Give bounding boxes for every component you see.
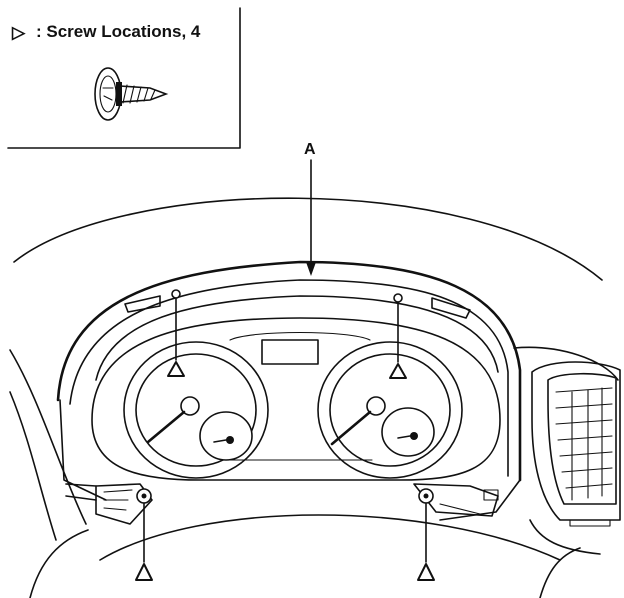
right-gauge-inner-ring	[329, 353, 451, 467]
center-display-screen	[261, 339, 319, 365]
screw-1-marker	[167, 361, 185, 377]
bezel-left-side	[59, 399, 107, 501]
gauge-housing	[91, 317, 501, 481]
bezel-lip	[95, 295, 499, 381]
left-gauge-hub	[180, 396, 200, 416]
air-vent	[513, 346, 621, 555]
center-display-top	[229, 331, 371, 341]
callout-a: A	[304, 141, 316, 276]
legend-marker: ▷	[11, 23, 26, 42]
right-gauge-hub	[366, 396, 386, 416]
screw-icon	[94, 67, 169, 121]
right-gauge	[317, 341, 463, 479]
dashboard-outer-arc	[13, 197, 603, 281]
right-gauge-needle	[330, 410, 372, 446]
legend-text: : Screw Locations, 4	[36, 22, 201, 41]
callout-a-arrowhead	[306, 262, 316, 276]
left-mount-bracket	[65, 483, 153, 525]
screw-2-head	[393, 293, 403, 303]
gauge-housing-outline	[91, 317, 501, 481]
right-gauge-outer-ring	[317, 341, 463, 479]
screw-2-marker	[389, 363, 407, 379]
dashboard	[9, 197, 603, 598]
cluster-bezel	[56, 260, 522, 521]
bezel-inner	[69, 279, 509, 477]
dashboard-left-edge	[9, 349, 87, 525]
bezel-top-left-tab	[124, 295, 161, 313]
lower-right-curve	[539, 547, 581, 598]
left-sub-gauge	[199, 411, 253, 461]
bezel-outer	[56, 260, 522, 482]
screw-location-1	[167, 289, 185, 377]
screw-location-3	[135, 488, 153, 581]
screw-3-marker	[135, 563, 153, 581]
left-sub-gauge-hub	[226, 436, 234, 444]
lower-left-curve	[29, 529, 89, 598]
left-sub-gauge-needle	[213, 439, 227, 443]
screw-location-2	[389, 293, 407, 379]
right-sub-gauge-needle	[397, 435, 411, 439]
steering-column-arc	[99, 514, 561, 561]
right-sub-gauge-hub	[410, 432, 418, 440]
left-gauge-outer-ring	[123, 341, 269, 479]
legend-box: ▷ : Screw Locations, 4	[7, 7, 241, 149]
left-gauge-inner-ring	[135, 353, 257, 467]
left-gauge-needle	[146, 410, 186, 444]
dashboard-left-lower	[9, 391, 57, 541]
right-mount-bracket	[413, 483, 499, 517]
screw-1-head	[171, 289, 181, 299]
center-display	[221, 331, 373, 461]
left-gauge	[123, 341, 269, 479]
screw-4-marker	[417, 563, 435, 581]
right-sub-gauge	[381, 407, 435, 457]
screw-location-4	[417, 488, 435, 581]
callout-a-label: A	[304, 141, 316, 158]
bezel-top-right-tab	[431, 297, 471, 319]
bezel-right-side	[439, 479, 521, 521]
